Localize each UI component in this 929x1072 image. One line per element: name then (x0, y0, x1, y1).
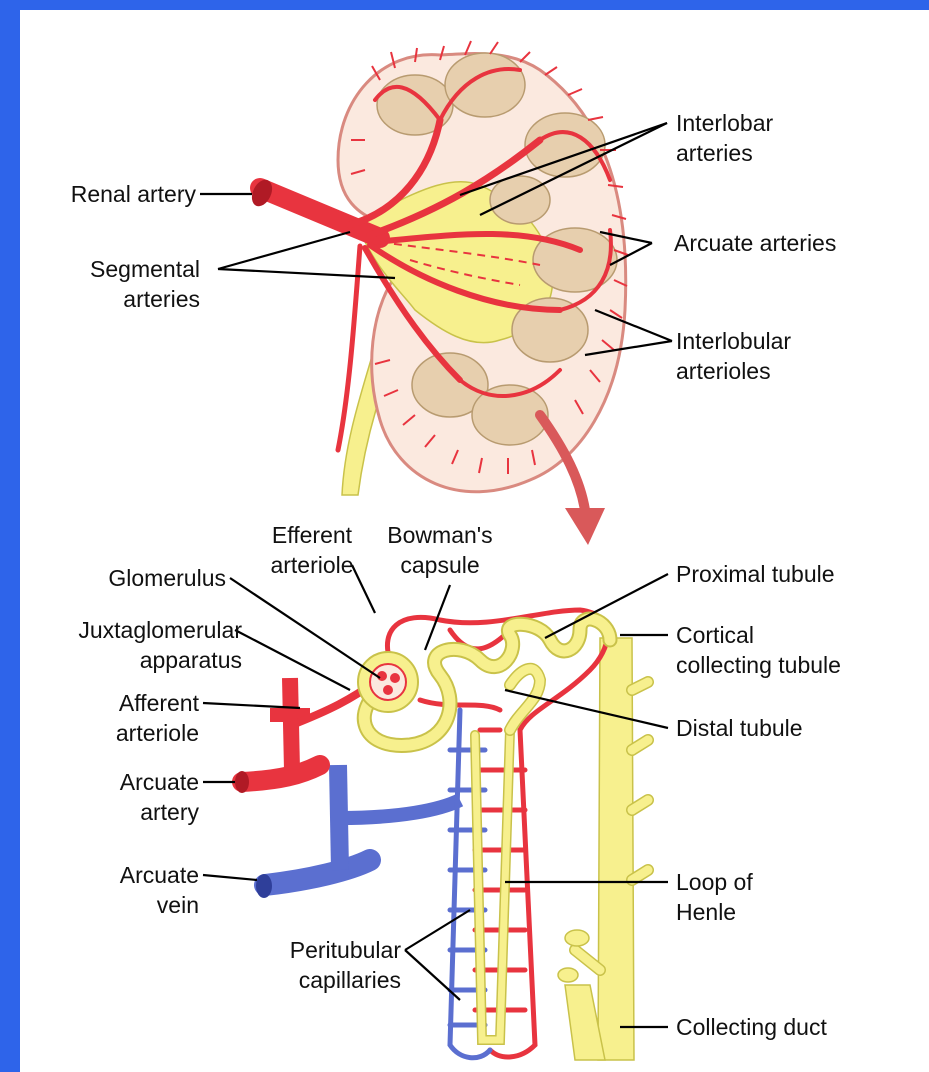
glomerulus-capsule (358, 652, 418, 712)
label-afferent-2: arteriole (116, 720, 199, 746)
label-juxta-2: apparatus (140, 647, 242, 673)
nephron (235, 610, 648, 1060)
label-collecting-duct: Collecting duct (676, 1014, 827, 1040)
label-juxta-1: Juxtaglomerular (78, 617, 242, 643)
label-arcuate-vein-1: Arcuate (120, 862, 199, 888)
label-loop-1: Loop of (676, 869, 753, 895)
label-interlobar-1: Interlobar (676, 110, 774, 136)
label-loop-2: Henle (676, 899, 736, 925)
label-cortical-2: collecting tubule (676, 652, 841, 678)
label-cortical-1: Cortical (676, 622, 754, 648)
label-proximal-tubule: Proximal tubule (676, 561, 835, 587)
collecting-duct (558, 638, 648, 1060)
label-glomerulus: Glomerulus (108, 565, 226, 591)
kidney-cross-section (248, 41, 628, 545)
label-arcuate-arteries: Arcuate arteries (674, 230, 836, 256)
label-interlobular-2: arterioles (676, 358, 771, 384)
label-peritubular-2: capillaries (299, 967, 401, 993)
label-arcuate-vein-2: vein (157, 892, 199, 918)
label-peritubular-1: Peritubular (290, 937, 402, 963)
label-interlobar-2: arteries (676, 140, 753, 166)
label-renal-artery: Renal artery (71, 181, 197, 207)
label-bowman-2: capsule (400, 552, 479, 578)
label-segmental-2: arteries (123, 286, 200, 312)
label-efferent-2: arteriole (270, 552, 353, 578)
label-interlobular-1: Interlobular (676, 328, 791, 354)
label-arcuate-artery-2: artery (140, 799, 199, 825)
arcuate-artery (235, 678, 320, 793)
label-afferent-1: Afferent (119, 690, 200, 716)
label-distal-tubule: Distal tubule (676, 715, 803, 741)
label-segmental-1: Segmental (90, 256, 200, 282)
label-bowman-1: Bowman's (387, 522, 492, 548)
nephron-diagram: Renal artery Segmental arteries Interlob… (20, 10, 929, 1072)
diagram-panel: Renal artery Segmental arteries Interlob… (20, 10, 929, 1072)
label-arcuate-artery-1: Arcuate (120, 769, 199, 795)
label-efferent-1: Efferent (272, 522, 353, 548)
